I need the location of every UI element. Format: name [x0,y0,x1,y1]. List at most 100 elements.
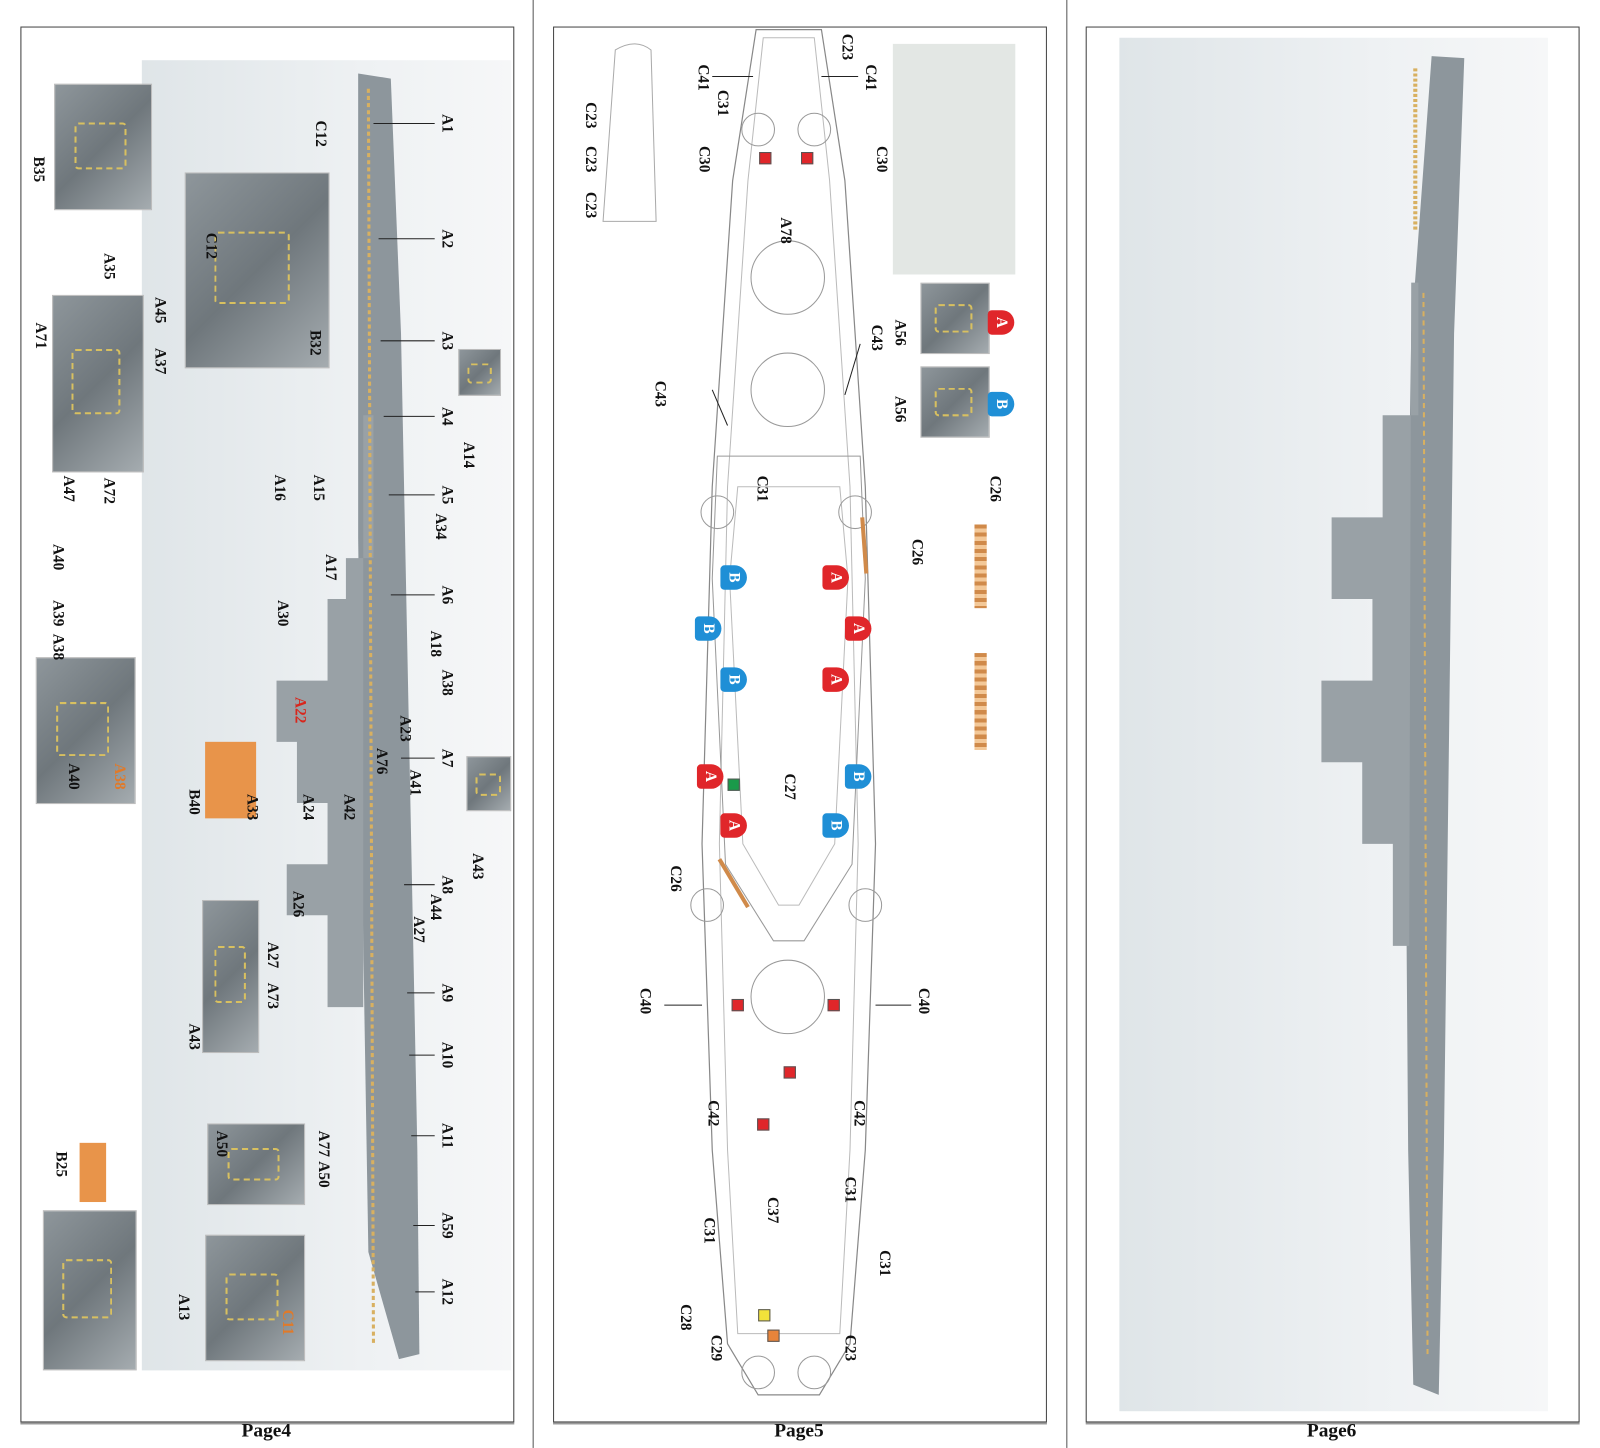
column-divider [532,0,534,1448]
part-callout-label: C43 [651,380,668,408]
part-callout-label: A7 [438,748,455,768]
part-callout-label: A43 [185,1023,202,1050]
part-callout-label: A38 [438,669,455,696]
part-callout-label: A4 [438,406,455,426]
part-callout-label: A73 [263,982,281,1010]
part-callout-label: C41 [694,64,711,91]
part-callout-label: A71 [32,322,49,349]
part-callout-label: A37 [151,348,168,375]
turret-parts-photo [892,43,1016,275]
detail-photo-a40 [35,657,136,805]
c40-part [731,998,744,1012]
c26-ladder-folded [974,653,987,750]
turret-badge: A [720,813,747,838]
part-callout-label: A30 [273,600,291,627]
part-callout-label: A35 [100,253,117,280]
part-callout-label: C26 [666,865,684,892]
part-callout-label: C30 [872,145,890,173]
part-callout-label: A22 [291,697,308,724]
deck-plan-drawing [602,28,912,1396]
part-callout-label: C41 [861,64,879,91]
detail-photo-a14 [458,348,502,396]
part-callout-label: A39 [49,600,66,627]
part-callout-label: A9 [438,983,455,1003]
c40-part [827,998,840,1012]
page6-ship-drawing [1321,56,1465,1395]
part-callout-label: A47 [59,475,77,502]
part-callout-label: A17 [321,554,339,581]
turret-badge: B [694,616,722,641]
part-callout-label: A24 [299,793,316,821]
part-callout-label: B25 [52,1151,69,1178]
part-callout-label: C37 [763,1197,781,1224]
c29-part [767,1329,780,1342]
part-callout-label: C11 [279,1309,296,1336]
c27-part [727,778,740,791]
part-callout-label: C23 [582,145,599,173]
part-callout-label: C40 [636,987,653,1015]
part-callout-label: A38 [49,633,66,661]
part-callout-label: A45 [151,297,168,324]
part-callout-label: C27 [781,773,798,800]
c26-ladder-part [974,524,987,609]
turret-badge: A [987,310,1015,335]
part-callout-label: A44 [427,893,444,921]
turret-badge: A [822,667,849,692]
part-callout-label: C12 [311,120,329,147]
part-callout-label: A26 [289,890,306,918]
part-callout-label: A6 [438,585,455,605]
part-callout-label: C42 [704,1100,721,1127]
part-callout-label: C42 [850,1100,867,1127]
part-callout-label: A16 [270,474,288,501]
turret-badge: B [720,565,747,590]
part-callout-label: C12 [202,232,219,260]
detail-photo-a35 [52,294,144,473]
turret-badge: A [844,616,872,641]
page6-frame [1085,26,1580,1423]
part-callout-label: A50 [314,1161,332,1188]
turret-badge: A [822,565,849,590]
part-callout-label: A72 [100,477,117,504]
detail-photo-a43 [466,756,512,812]
c42-part [757,1118,770,1131]
part-callout-label: A43 [468,853,486,880]
part-callout-label: A34 [432,513,449,540]
detail-photo-c12 [184,172,330,369]
part-callout-label: C26 [986,475,1003,502]
part-callout-label: C43 [867,324,885,351]
part-callout-label: C26 [908,538,925,566]
turret-badge: A [696,764,724,789]
turret-b-photo [920,366,990,438]
b25-part [79,1142,107,1203]
part-callout-label: A2 [438,229,455,249]
part-callout-label: A11 [438,1122,455,1149]
part-callout-label: A15 [309,474,327,501]
page6-label: Page6 [1306,1420,1357,1442]
part-callout-label: A3 [438,331,455,351]
detail-photo-b35 [54,83,153,211]
part-callout-label: B40 [185,789,202,815]
part-callout-label: C29 [707,1334,724,1362]
b40-part [205,741,257,819]
part-callout-label: C23 [838,33,855,61]
part-callout-label: C30 [695,145,712,173]
part-callout-label: A40 [49,543,66,571]
turret-a-photo [920,282,990,355]
c30-part [801,152,814,165]
part-callout-label: A1 [438,114,455,133]
part-callout-label: A40 [64,763,82,790]
part-callout-label: C31 [753,475,770,502]
column-divider [1066,0,1068,1448]
page4-ship-drawing [276,73,435,1360]
part-callout-label: C23 [841,1334,858,1362]
part-callout-label: C23 [582,191,599,219]
part-callout-label: B32 [306,330,323,356]
part-callout-label: C40 [914,987,932,1015]
part-callout-label: A50 [212,1130,230,1158]
part-callout-label: A33 [243,793,260,821]
part-callout-label: A12 [438,1278,455,1306]
part-callout-label: A10 [438,1041,455,1069]
